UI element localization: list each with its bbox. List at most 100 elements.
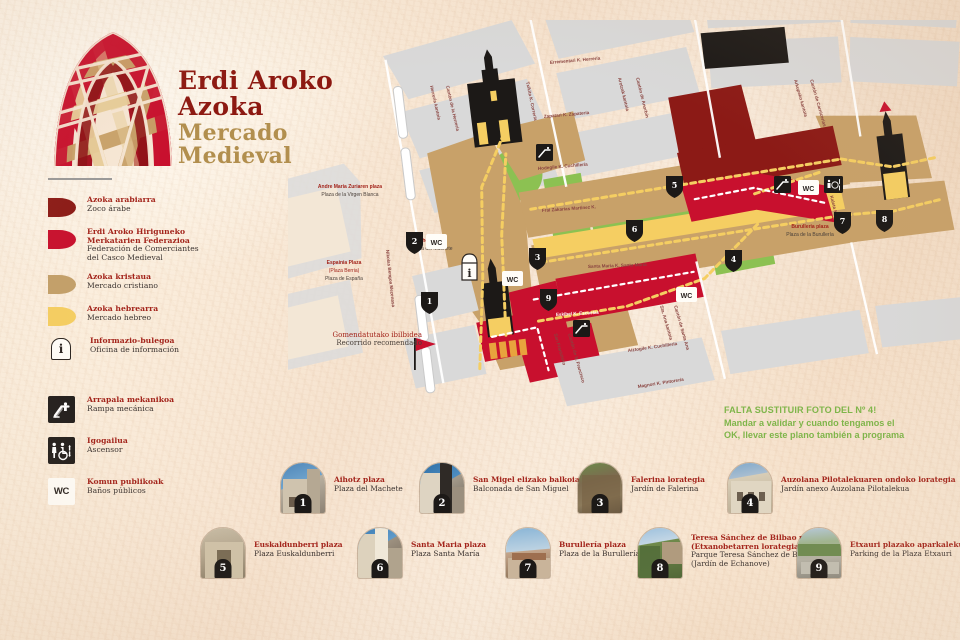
thumbnail-number: 2	[433, 494, 451, 513]
map-escalator-icon[interactable]	[536, 144, 553, 161]
place-label-es: Plaza de España	[325, 276, 363, 282]
thumbnail-photo[interactable]: 3	[577, 462, 623, 514]
legend-label-eu: Informazio-bulegoa	[90, 336, 175, 345]
production-note: FALTA SUSTITUIR FOTO DEL Nº 4! Mandar a …	[724, 404, 956, 442]
thumbnail-photo[interactable]: 5	[200, 527, 246, 579]
svg-text:7: 7	[840, 216, 846, 226]
thumbnail-number: 4	[741, 494, 759, 513]
elevator-accessible-icon	[48, 437, 75, 464]
gallery-label-es: Plaza Euskaldunberri	[254, 548, 335, 558]
map-wc-icon[interactable]: WC	[676, 287, 697, 302]
place-label-eu: Burulleria plaza	[791, 224, 828, 230]
gallery-label-eu: Falerina lorategia	[631, 475, 705, 484]
street-label: Hodegile K. Cuchillería	[538, 162, 589, 171]
legend-label-es: Ascensor	[87, 444, 123, 454]
gallery-item-4[interactable]: 4 Auzolana Pilotalekuaren ondoko lorateg…	[727, 462, 956, 514]
legend-item-information: i Informazio-bulegoa Oficina de informac…	[48, 336, 253, 360]
arch-marker-tan-icon	[48, 275, 76, 294]
map-marker-4[interactable]: 4	[725, 250, 742, 272]
map-marker-1[interactable]: 1	[421, 292, 438, 314]
arch-marker-gold-icon	[48, 307, 76, 326]
street-label: Aiztogile K. Cuchillería	[627, 341, 677, 353]
medieval-quarter-map[interactable]: Errementari K. Herrería Zapatari K. Zapa…	[288, 20, 960, 440]
thumbnail-photo[interactable]: 6	[357, 527, 403, 579]
legend-item-arab-market: Azoka arabiarra Zoco árabe	[48, 195, 253, 217]
map-wc-icon[interactable]: WC	[502, 271, 523, 286]
gallery-label-es: Plaza del Machete	[334, 483, 403, 493]
thumbnail-photo[interactable]: 1	[280, 462, 326, 514]
legend-label-es: Rampa mecánica	[87, 403, 154, 413]
legend-markets: Azoka arabiarra Zoco árabe Erdi Aroko Hi…	[48, 195, 253, 371]
map-marker-3[interactable]: 3	[529, 248, 546, 270]
route-label-eu: Gomendatutako ibilbidea	[332, 331, 422, 339]
map-elevator-icon[interactable]	[824, 176, 843, 193]
street-label: Eskibel K. Escuelas	[556, 310, 600, 317]
gallery-label-es: Parking de la Plaza Etxauri	[850, 548, 952, 558]
gallery-label-es: Balconada de San Miguel	[473, 483, 569, 493]
svg-text:9: 9	[546, 293, 552, 303]
brand-line-1: Erdi Aroko	[178, 66, 334, 95]
legend-item-jewish-market: Azoka hebrearra Mercado hebreo	[48, 304, 253, 326]
thumbnail-photo[interactable]: 7	[505, 527, 551, 579]
map-marker-2[interactable]: 2	[406, 232, 423, 254]
wc-icon-label: WC	[53, 486, 70, 497]
svg-text:2: 2	[412, 236, 418, 246]
svg-text:WC: WC	[507, 277, 519, 284]
legend-item-federation: Erdi Aroko Hiriguneko Merkatarien Federa…	[48, 227, 253, 262]
thumbnail-photo[interactable]: 9	[796, 527, 842, 579]
map-marker-5[interactable]: 5	[666, 176, 683, 198]
gallery-item-5[interactable]: 5 Euskaldunberri plaza Plaza Euskaldunbe…	[200, 527, 343, 579]
map-marker-8[interactable]: 8	[876, 210, 893, 232]
route-start-flag	[414, 338, 436, 370]
legend-label-es: Baños públicos	[87, 485, 146, 495]
legend-item-christian-market: Azoka kristaua Mercado cristiano	[48, 272, 253, 294]
gallery-item-2[interactable]: 2 San Migel elizako balkoia Balconada de…	[419, 462, 580, 514]
gallery-item-9[interactable]: 9 Etxauri plazako aparkalekua Parking de…	[796, 527, 960, 579]
svg-text:WC: WC	[681, 293, 693, 300]
gallery-item-3[interactable]: 3 Falerina lorategia Jardín de Falerina	[577, 462, 705, 514]
gallery-label-eu2: (Etxanobetarren lorategia)	[691, 541, 803, 551]
gallery-item-8[interactable]: 8 Teresa Sánchez de Bilbao parkea (Etxan…	[637, 527, 828, 579]
gallery-item-1[interactable]: 1 Aihotz plaza Plaza del Machete	[280, 462, 403, 514]
legend-item-wc: WC Komun publikoak Baños públicos	[48, 477, 253, 505]
thumbnail-photo[interactable]: 2	[419, 462, 465, 514]
thumbnail-photo[interactable]: 4	[727, 462, 773, 514]
place-label-es2: (Plaza Berria)	[329, 268, 360, 274]
brand-logo	[48, 30, 178, 170]
photo-gallery: 1 Aihotz plaza Plaza del Machete 2 San M…	[0, 455, 960, 585]
gallery-label-eu: Etxauri plazako aparkalekua	[850, 540, 960, 549]
map-wc-icon[interactable]: WC	[426, 234, 447, 249]
gallery-label-eu: Burullería plaza	[559, 540, 627, 549]
legend-label-eu: Igogailua	[87, 436, 128, 445]
map-info-marker[interactable]: i	[461, 253, 478, 281]
legend-label-eu: Azoka arabiarra	[87, 195, 156, 204]
map-marker-6[interactable]: 6	[626, 220, 643, 242]
thumbnail-number: 3	[591, 494, 609, 513]
map-escalator-icon[interactable]	[774, 176, 791, 193]
map-marker-7[interactable]: 7	[834, 212, 851, 234]
thumbnail-number: 8	[651, 559, 669, 578]
escalator-icon	[48, 396, 75, 423]
thumbnail-number: 1	[294, 494, 312, 513]
brand-line-3: Mercado	[178, 120, 288, 146]
thumbnail-number: 5	[214, 559, 232, 578]
gallery-label-es: Plaza Santa María	[411, 548, 480, 558]
gallery-item-7[interactable]: 7 Burullería plaza Plaza de la Burullerí…	[505, 527, 640, 579]
map-wc-icon[interactable]: WC	[798, 180, 819, 195]
thumbnail-number: 9	[810, 559, 828, 578]
map-marker-9[interactable]: 9	[540, 289, 557, 311]
arch-marker-red-icon	[48, 230, 76, 249]
map-escalator-icon[interactable]	[573, 320, 590, 337]
thumbnail-photo[interactable]: 8	[637, 527, 683, 579]
svg-text:8: 8	[882, 214, 888, 224]
street-label: Nikolas Bengoa Mezenasa	[385, 250, 396, 308]
legend-item-escalator: Arrapala mekanikoa Rampa mecánica	[48, 395, 253, 423]
legend-services: Arrapala mekanikoa Rampa mecánica Igoga	[48, 395, 253, 519]
street-label: Frai Zakarias Martinez K.	[542, 204, 596, 213]
svg-text:5: 5	[672, 180, 678, 190]
gallery-item-6[interactable]: 6 Santa Maria plaza Plaza Santa María	[357, 527, 486, 579]
gallery-label-es: Jardín anexo Auzolana Pilotalekua	[781, 483, 910, 493]
svg-text:3: 3	[535, 252, 541, 262]
street-label: Errementari K. Herrería	[550, 56, 601, 65]
legend-label-es: Oficina de información	[90, 344, 180, 354]
